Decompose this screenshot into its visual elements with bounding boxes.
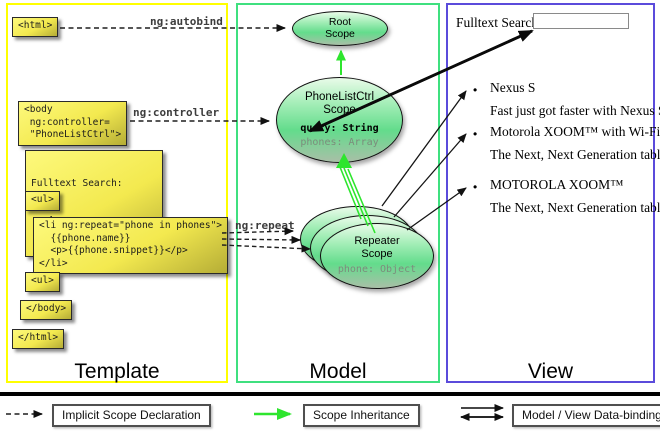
code-box-ul-open: <ul> bbox=[25, 191, 60, 211]
code-box-html-close: </html> bbox=[12, 329, 65, 349]
code-box-body-open: <body ng:controller= "PhoneListCtrl"> bbox=[18, 101, 128, 146]
code-fulltext-label: Fulltext Search: bbox=[31, 178, 123, 190]
legend-model-view-data-binding: Model / View Data-binding bbox=[512, 404, 660, 427]
phonelistctrl-phones-prop: phones: Array bbox=[300, 136, 379, 148]
repeater-phone-prop: phone: Object bbox=[337, 264, 417, 276]
view-item-name: Motorola XOOM™ with Wi-Fi bbox=[490, 124, 660, 139]
template-panel-label: Template bbox=[74, 360, 160, 383]
phonelistctrl-scope-title: PhoneListCtrl Scope bbox=[304, 90, 375, 116]
code-box-ul-close: <ul> bbox=[25, 272, 60, 292]
bullet-icon: • bbox=[473, 127, 478, 141]
code-box-li-repeat: <li ng:repeat="phone in phones"> {{phone… bbox=[33, 217, 229, 275]
view-panel-label: View bbox=[527, 360, 574, 383]
legend-scope-inheritance: Scope Inheritance bbox=[303, 404, 420, 427]
view-item-desc: Fast just got faster with Nexus S. bbox=[490, 103, 660, 118]
root-scope-ellipse: Root Scope bbox=[292, 11, 388, 46]
bullet-icon: • bbox=[473, 83, 478, 97]
ng-autobind-label: ng:autobind bbox=[150, 15, 223, 28]
view-item-name: MOTOROLA XOOM™ bbox=[490, 177, 624, 192]
fulltext-search-input[interactable] bbox=[533, 13, 629, 29]
ng-controller-label: ng:controller bbox=[133, 106, 220, 119]
phonelistctrl-query-prop: query: String bbox=[300, 123, 379, 135]
code-box-html-open: <html> bbox=[12, 17, 59, 37]
phonelistctrl-scope-ellipse: PhoneListCtrl Scope query: String phones… bbox=[276, 77, 403, 163]
view-item-desc: The Next, Next Generation tablet. bbox=[490, 147, 660, 162]
repeater-scope-title: Repeater Scope bbox=[354, 235, 400, 260]
repeater-scope-ellipse-front: Repeater Scope phone: Object bbox=[320, 223, 434, 289]
view-panel: View bbox=[446, 3, 655, 383]
bullet-icon: • bbox=[473, 180, 478, 194]
ng-repeat-label: ng:repeat bbox=[235, 219, 295, 232]
model-panel-label: Model bbox=[309, 360, 367, 383]
view-search-label: Fulltext Search: bbox=[456, 15, 542, 30]
view-item-name: Nexus S bbox=[490, 80, 536, 95]
view-item-desc: The Next, Next Generation tablet. bbox=[490, 200, 660, 215]
root-scope-title: Root Scope bbox=[325, 15, 355, 40]
code-box-body-close: </body> bbox=[20, 300, 73, 320]
legend-implicit-scope-declaration: Implicit Scope Declaration bbox=[52, 404, 211, 427]
model-panel: Model bbox=[236, 3, 440, 383]
legend-binding-arrows bbox=[460, 404, 504, 421]
